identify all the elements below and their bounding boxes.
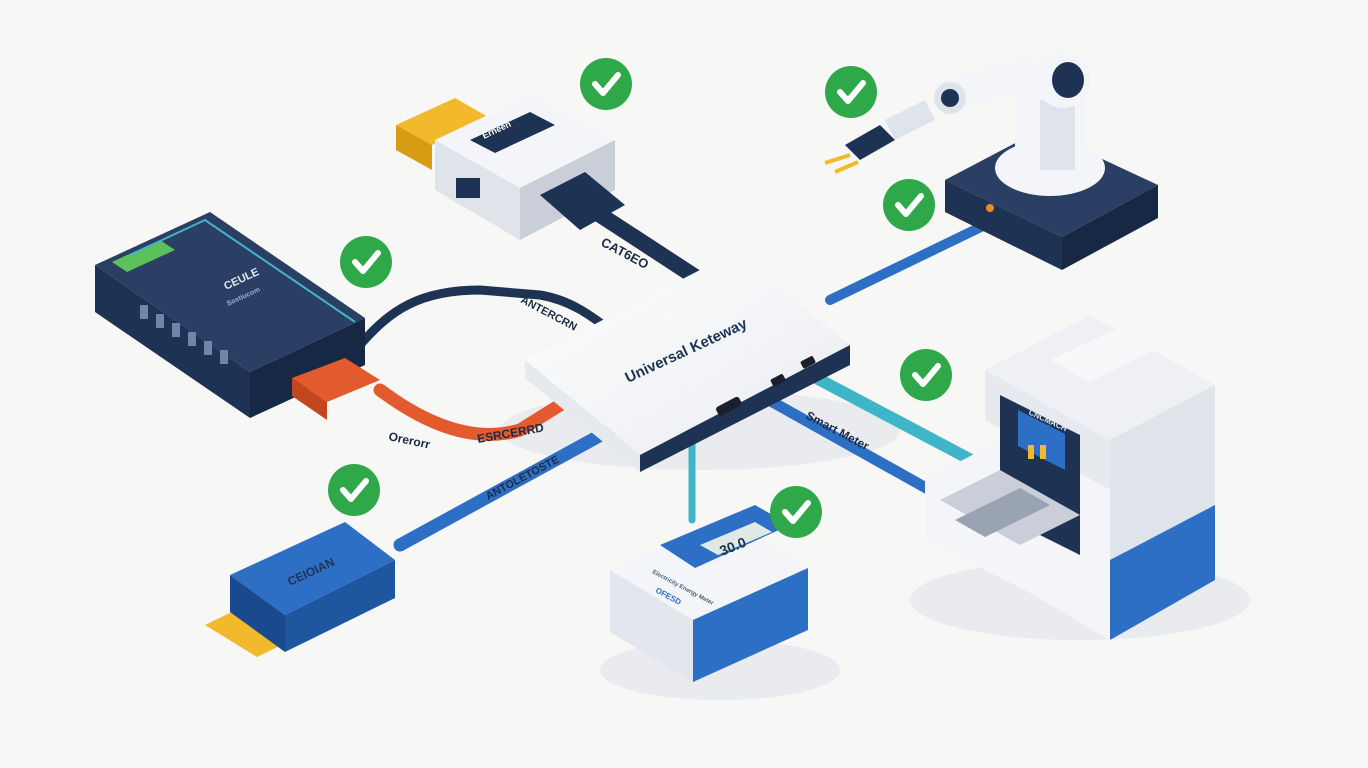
check-circle-icon: [770, 486, 822, 538]
gateway-port-1: [716, 396, 742, 416]
cnc-machine: CNCMACH: [925, 315, 1215, 640]
universal-gateway: Universal Keteway: [525, 252, 850, 472]
check-circle-icon: [825, 66, 877, 118]
robot-power-plug: [824, 125, 895, 174]
gateway-port-3: [800, 356, 816, 369]
cable-usb-blue: ANTOLETOSTE: [393, 423, 617, 552]
usb-stick: CEIOIAN: [205, 522, 395, 657]
ethernet-port-icon: [456, 178, 480, 198]
cable-cnc-teal: [799, 366, 981, 468]
cable-usb-label: ANTOLETOSTE: [484, 454, 562, 503]
robot-arm: [824, 52, 1158, 270]
smart-meter: 30.0 Electricity Energy Meter OFESD: [610, 505, 808, 682]
check-circle-icon: [340, 236, 392, 288]
gateway-port-2: [770, 374, 786, 387]
cable-orange-label-1: Orerorr: [387, 429, 431, 451]
cable-robot-blue: [825, 220, 990, 305]
check-circle-icon: [900, 349, 952, 401]
status-checks: [328, 58, 952, 538]
check-circle-icon: [328, 464, 380, 516]
plc-orange-connector: [292, 358, 380, 420]
ethernet-adapter: Erneen: [396, 95, 625, 240]
plc-controller: CEULE Sostiucom: [95, 212, 380, 420]
check-circle-icon: [883, 179, 935, 231]
check-circle-icon: [580, 58, 632, 110]
